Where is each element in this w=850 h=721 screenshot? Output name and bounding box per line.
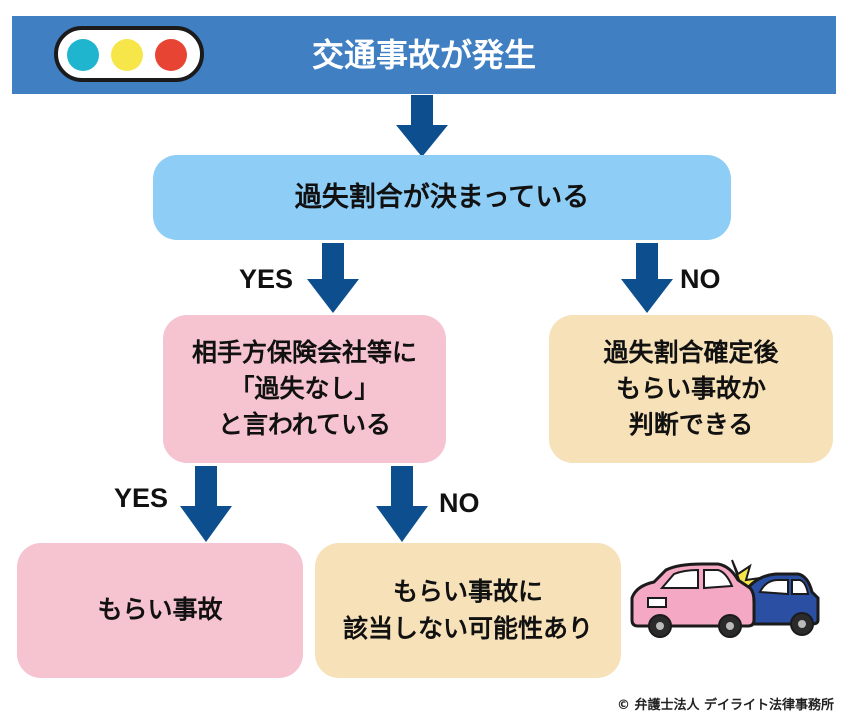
label-no: NO (439, 488, 480, 518)
decision-text: 相手方保険会社等に 「過失なし」 と言われている (191, 337, 417, 440)
result-text: もらい事故 (97, 595, 223, 625)
decision-no-fault-claim: 相手方保険会社等に 「過失なし」 と言われている (163, 315, 446, 463)
red-lamp (155, 39, 187, 71)
copyright-text: © 弁護士法人 デイライト法律事務所 (616, 698, 834, 713)
label-yes: YES (114, 483, 169, 513)
arrow-down-icon (376, 466, 428, 542)
label-yes: YES (239, 264, 294, 294)
arrow-down-icon (621, 243, 673, 313)
result-text: もらい事故に 該当しない可能性あり (342, 577, 593, 643)
car-collision-icon (630, 559, 820, 638)
label-no: NO (680, 264, 721, 294)
result-moraijiko: もらい事故 (17, 543, 303, 678)
result-judge-after-ratio: 過失割合確定後 もらい事故か 判断できる (549, 315, 833, 463)
cyan-lamp (67, 39, 99, 71)
decision-text: 過失割合が決まっている (294, 181, 590, 213)
decision-fault-ratio-determined: 過失割合が決まっている (153, 155, 731, 240)
arrow-down-icon (396, 95, 448, 157)
header-bar: 交通事故が発生 (12, 16, 836, 94)
result-text: 過失割合確定後 もらい事故か 判断できる (603, 337, 779, 440)
traffic-light-icon (54, 26, 204, 82)
yellow-lamp (111, 39, 143, 71)
header-title: 交通事故が発生 (311, 36, 536, 74)
result-possibly-not-moraijiko: もらい事故に 該当しない可能性あり (315, 543, 621, 678)
arrow-down-icon (307, 243, 359, 313)
arrow-down-icon (180, 466, 232, 542)
